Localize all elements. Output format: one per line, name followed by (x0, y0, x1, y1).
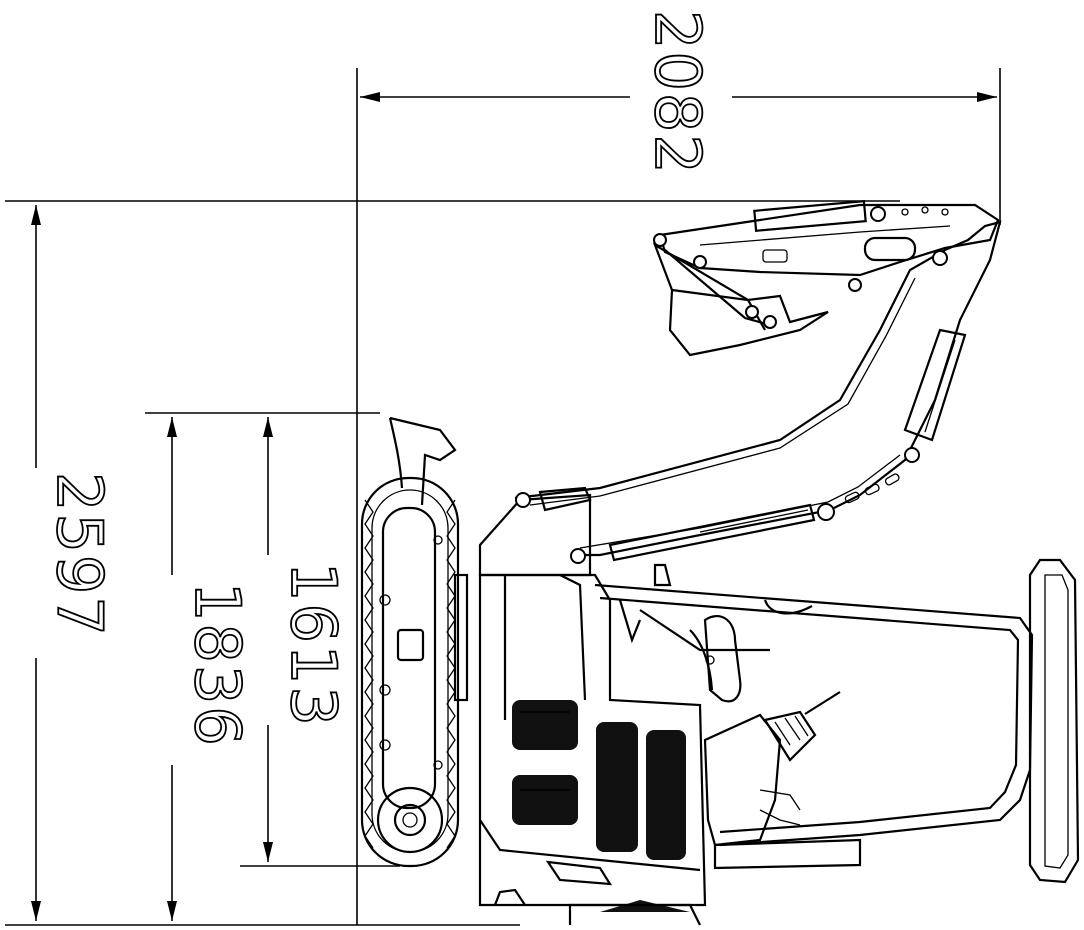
control-console (703, 713, 782, 847)
boom-cylinder (608, 503, 816, 562)
control-wires (759, 789, 801, 826)
arm-window (863, 236, 917, 262)
track-frame (381, 506, 437, 810)
battery-cell-3 (596, 722, 638, 852)
operator-station (618, 599, 862, 870)
track-motor (453, 573, 469, 702)
seat-back (703, 615, 742, 703)
machine-body (478, 493, 707, 926)
joystick-lever (804, 691, 841, 715)
track-teeth (364, 499, 456, 849)
track-plate (396, 628, 425, 662)
dimension-height-1836: 1836 (145, 412, 380, 921)
boom-pin-base (515, 492, 531, 508)
crawler-track (360, 416, 469, 868)
rops-top-plate (1028, 558, 1080, 884)
battery-cell-1 (512, 700, 578, 750)
chassis-outline (478, 573, 707, 907)
battery-cell-2 (512, 775, 578, 825)
dimension-height-1613: 1613 (240, 417, 400, 867)
boom-mount-cover (478, 493, 592, 577)
dimension-overall-height: 2597 (5, 200, 900, 926)
bucket-linkage (664, 249, 771, 327)
footrest (713, 838, 862, 870)
boom-slots (844, 473, 900, 504)
step-left (545, 860, 613, 886)
joystick-boot (763, 710, 817, 762)
track-top-handle (389, 416, 457, 506)
rops-tube-inner (599, 596, 1020, 834)
arm (658, 203, 1000, 277)
rops-frame (594, 558, 1080, 884)
track-outer (360, 476, 460, 868)
dimension-2082-label: 2082 (641, 10, 714, 176)
dimension-2597-label: 2597 (43, 472, 116, 638)
rops-tube-outer (594, 583, 1034, 847)
drive-sprocket (376, 786, 444, 854)
arm-cylinder (903, 328, 967, 442)
hydraulic-connector (762, 249, 788, 263)
bucket-cylinder (753, 200, 867, 232)
dimension-1836-label: 1836 (181, 582, 254, 748)
control-rod (639, 609, 770, 652)
boom-cylinder-head (538, 486, 592, 512)
dimension-overall-width: 2082 (356, 9, 1001, 925)
dimension-1613-label: 1613 (277, 562, 350, 728)
bucket (652, 242, 829, 357)
boom-arm-assembly (514, 200, 1002, 564)
battery-cell-4 (646, 730, 686, 860)
